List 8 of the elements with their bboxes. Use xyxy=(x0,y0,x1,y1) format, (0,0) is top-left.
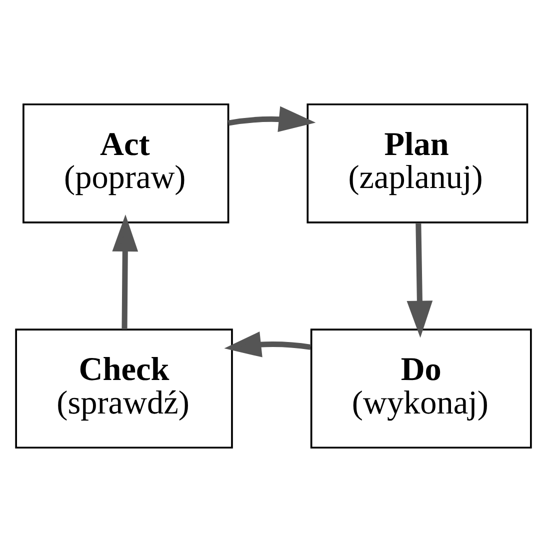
arrow xyxy=(112,214,138,329)
node-box: Check (sprawdź) xyxy=(15,328,233,448)
arrow xyxy=(224,331,312,357)
arrow xyxy=(406,222,433,338)
node-box: Do (wykonaj) xyxy=(310,328,532,448)
node-box: Plan (zaplanuj) xyxy=(306,102,528,223)
arrow xyxy=(228,106,316,132)
node-box: Act (popraw) xyxy=(22,102,230,223)
